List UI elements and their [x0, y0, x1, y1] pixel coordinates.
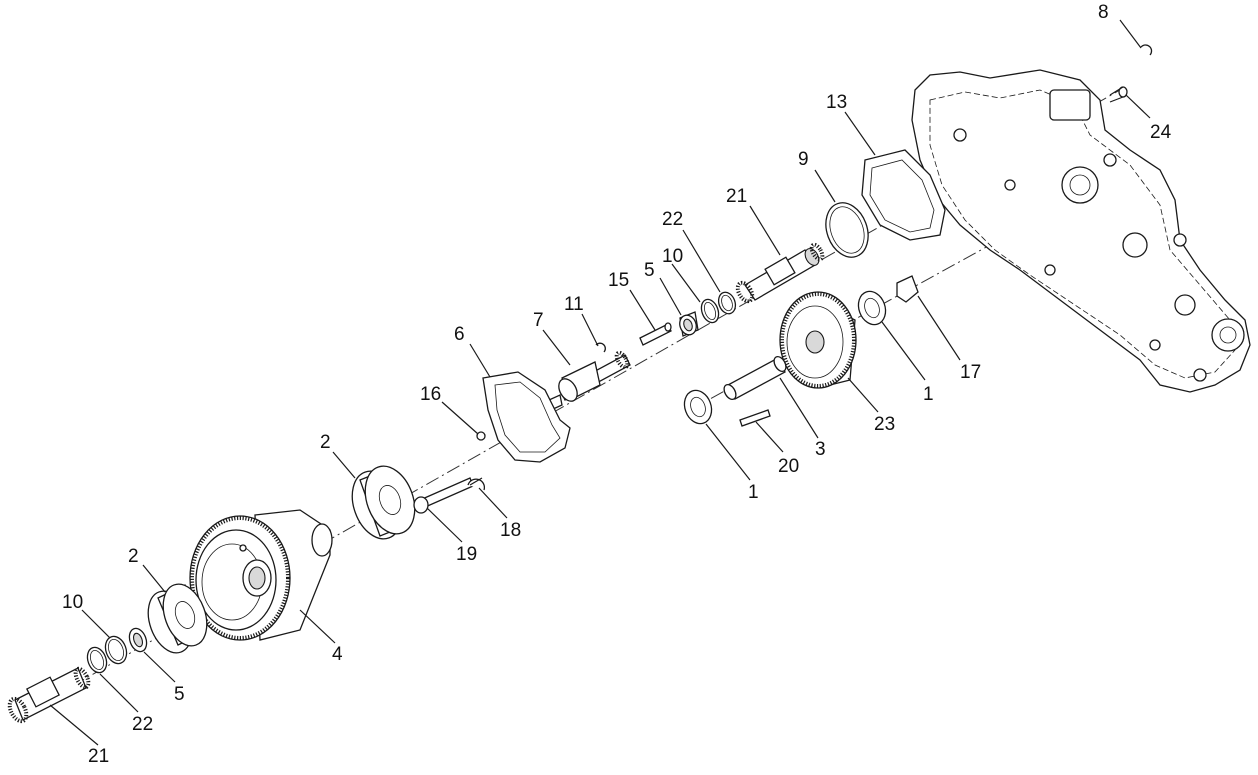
callout-1-upper: 1 — [923, 384, 934, 405]
callout-7: 7 — [533, 310, 544, 331]
ring-part-10-upper — [700, 298, 720, 324]
callout-22-lower: 22 — [132, 714, 153, 735]
bushing-part-5-lower — [128, 627, 148, 653]
ring-part-22-lower — [86, 646, 108, 674]
callout-10-lower: 10 — [62, 592, 83, 613]
callout-labels: 8 24 13 9 21 22 10 5 15 11 7 6 16 2 17 1… — [62, 2, 1172, 767]
ball-part-16 — [476, 431, 486, 441]
clip-part-18 — [467, 477, 486, 491]
callout-2-lower: 2 — [128, 546, 139, 567]
bolt-part-19 — [413, 477, 474, 514]
callout-5: 5 — [644, 260, 655, 281]
gasket-part-13 — [861, 149, 946, 241]
shaft-part-21-upper — [735, 242, 825, 304]
callout-10: 10 — [662, 246, 683, 267]
shaft-part-21-lower — [7, 666, 91, 724]
key-part-20 — [739, 409, 771, 427]
callout-11: 11 — [564, 294, 584, 315]
bearing-part-1-upper — [857, 290, 887, 326]
callout-20: 20 — [778, 456, 799, 477]
callout-3: 3 — [815, 439, 826, 460]
shield-part-6 — [482, 371, 571, 463]
bearing-part-1-lower — [683, 389, 713, 425]
callout-21-lower: 21 — [88, 746, 109, 767]
gear-part-4 — [189, 509, 333, 641]
callout-8: 8 — [1098, 2, 1109, 23]
callout-22: 22 — [662, 209, 683, 230]
seal-part-17 — [896, 275, 919, 303]
ring-part-22-upper — [717, 291, 737, 315]
callout-17: 17 — [960, 362, 981, 383]
ring-part-10-lower — [104, 635, 128, 665]
shift-fork-part-7 — [537, 350, 631, 416]
spacer-part-2-lower — [147, 583, 208, 654]
pin-part-24 — [1109, 86, 1128, 103]
callout-23: 23 — [874, 414, 895, 435]
callout-1-lower: 1 — [748, 482, 759, 503]
gear-part-23 — [779, 291, 857, 389]
callout-6: 6 — [454, 324, 465, 345]
pin-part-15 — [639, 322, 672, 346]
callout-15: 15 — [608, 270, 629, 291]
callout-16: 16 — [420, 384, 441, 405]
callout-19: 19 — [456, 544, 477, 565]
bushing-part-5-upper — [679, 311, 699, 337]
transmission-housing — [911, 69, 1251, 393]
callout-5-lower: 5 — [174, 684, 185, 705]
shaft-part-3 — [723, 355, 787, 401]
callout-4: 4 — [332, 644, 343, 665]
clip-part-8 — [1140, 44, 1153, 56]
callout-2-upper: 2 — [320, 432, 331, 453]
leader-lines — [49, 19, 1151, 746]
callout-18: 18 — [500, 520, 521, 541]
callout-13: 13 — [826, 92, 847, 113]
oring-part-9 — [825, 202, 869, 258]
callout-24: 24 — [1150, 122, 1172, 143]
callout-9: 9 — [798, 149, 809, 170]
spacer-part-2-upper — [351, 465, 416, 540]
callout-21: 21 — [726, 186, 747, 207]
